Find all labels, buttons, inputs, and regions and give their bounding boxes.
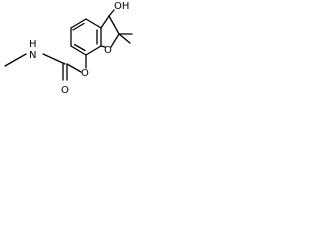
bond-ring-lower-left xyxy=(70,45,87,56)
carbonyl-oxygen-label: O xyxy=(61,85,69,96)
bond-c3-c2 xyxy=(108,15,120,35)
benzene-ring xyxy=(70,18,102,56)
hydroxyl-label: OH xyxy=(114,1,129,12)
bond-c3-hydroxyl xyxy=(108,9,115,17)
bond-ring-top xyxy=(70,18,87,29)
bond-ring-upper-right xyxy=(85,18,102,29)
amine-nitrogen-label: N xyxy=(29,50,36,61)
bond-ring-oxygen-ring xyxy=(100,45,106,48)
bond-ring-bottom-right xyxy=(85,45,102,56)
bond-carbonyl-carbon-nitrogen xyxy=(42,53,66,65)
ring-oxygen-label: O xyxy=(104,45,112,56)
dihydrofuran-ring xyxy=(100,15,120,48)
amine-hydrogen-label: H xyxy=(29,39,37,50)
bond-c2-ring-oxygen xyxy=(110,33,120,48)
bond-ester-oxygen-carbonyl-carbon xyxy=(66,63,82,73)
bond-ring-lower-left-inner xyxy=(73,43,86,52)
molecule-structure-diagram: OH O H N O O xyxy=(4,1,133,96)
bond-ring-to-c3 xyxy=(100,15,110,29)
ester-oxygen-label: O xyxy=(81,68,89,79)
bond-nitrogen-methyl xyxy=(4,53,27,67)
bond-methyl-b xyxy=(118,33,131,44)
bond-ring-top-inner xyxy=(72,22,85,31)
